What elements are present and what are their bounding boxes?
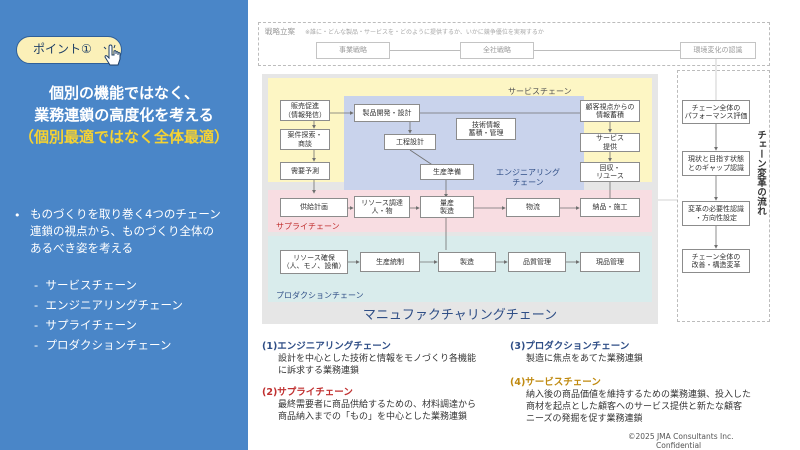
- copyright: ©2025 JMA Consultants Inc.: [628, 432, 734, 441]
- supply-plan-box: 供給計画: [280, 198, 348, 217]
- reform-step-box: 変革の必要性認識 ・方向性設定: [682, 201, 750, 226]
- left-panel: [0, 0, 248, 450]
- strategy-link-line: [390, 50, 460, 51]
- resource-procure-box: リソース調達 人・物: [354, 196, 410, 218]
- manufacturing-box: 製造: [438, 252, 496, 272]
- demand-forecast-box: 需要予測: [280, 162, 330, 180]
- supply-chain-label: サプライチェーン: [276, 222, 340, 231]
- production-chain-label: プロダクションチェーン: [276, 291, 364, 300]
- service-provide-box: サービス 提供: [580, 133, 640, 152]
- delivery-install-box: 納品・施工: [580, 198, 640, 217]
- reform-step-box: 現状と目指す状態 とのギャップ認識: [682, 151, 750, 176]
- left-title-line-2: 業務連鎖の高度化を考える: [34, 106, 214, 124]
- chain-list-item: - サービスチェーン: [34, 278, 137, 292]
- desc-engineering-title: (1)エンジニアリングチェーン: [262, 341, 391, 352]
- service-chain-label: サービスチェーン: [508, 87, 572, 96]
- case-explore-box: 案件探索・ 商談: [280, 129, 330, 150]
- desc-service-line: 商材を起点とした顧客へのサービス提供と新たな顧客: [526, 402, 743, 412]
- engineering-chain-label: エンジニアリング チェーン: [496, 168, 560, 187]
- desc-supply-line: 最終需要者に商品供給するための、材料調達から: [278, 400, 477, 410]
- desc-supply-title: (2)サプライチェーン: [262, 387, 353, 398]
- bullet-line-1: ものづくりを取り巻く4つのチェーン: [30, 207, 221, 221]
- desc-engineering-line: に訴求する業務連鎖: [278, 366, 360, 376]
- chain-list-item: - エンジニアリングチェーン: [34, 298, 183, 312]
- strategy-label: 戦略立案: [265, 27, 295, 36]
- bullet-dot: •: [14, 209, 21, 222]
- point-badge: ポイント①: [16, 36, 122, 64]
- strategy-frame: [258, 22, 770, 66]
- production-control-box: 生産統制: [360, 252, 420, 272]
- desc-supply-line: 商品納入までの「もの」を中心とした業務連鎖: [278, 412, 468, 422]
- left-title-highlight: （個別最適ではなく全体最適）: [18, 128, 229, 146]
- business-strategy-box: 事業戦略: [316, 42, 390, 59]
- product-dev-box: 製品開発・設計: [354, 104, 420, 122]
- left-title-line-1: 個別の機能ではなく、: [48, 84, 199, 102]
- strategy-link-line: [534, 50, 680, 51]
- desc-service-title: (4)サービスチェーン: [510, 377, 601, 388]
- chain-list-item: - プロダクションチェーン: [34, 338, 172, 352]
- desc-service-line: ニーズの発掘を促す業務連鎖: [526, 414, 643, 424]
- collection-reuse-box: 回収・ リユース: [580, 162, 640, 182]
- bullet-line-3: あるべき姿を考える: [30, 241, 134, 255]
- quality-control-box: 品質管理: [508, 252, 566, 272]
- chain-list-item: - サプライチェーン: [34, 318, 137, 332]
- mass-production-box: 量産 製造: [420, 196, 474, 218]
- env-recognition-box: 環境変化の認識: [680, 42, 756, 59]
- process-design-box: 工程設計: [384, 134, 436, 150]
- reform-frame: [677, 70, 770, 322]
- sales-promotion-box: 販売促進 （情報発信）: [280, 100, 330, 121]
- manufacturing-chain-title: マニュファクチャリングチェーン: [362, 308, 558, 323]
- strategy-note: ※誰に・どんな製品・サービスを・どのように提供するか、いかに競争優位を実現するか: [305, 29, 544, 36]
- desc-production-line: 製造に焦点をあてた業務連鎖: [526, 354, 643, 364]
- site-control-box: 現品管理: [580, 252, 640, 272]
- desc-service-line: 納入後の商品価値を維持するための業務連鎖、投入した: [526, 390, 752, 400]
- confidential-label: Confidential: [656, 441, 702, 450]
- corporate-strategy-box: 全社戦略: [460, 42, 534, 59]
- hand-pointer-icon: [103, 44, 121, 66]
- reform-step-box: チェーン全体の パフォーマンス評価: [682, 100, 750, 124]
- reform-step-box: チェーン全体の 改善・構造変革: [682, 249, 750, 273]
- tech-info-box: 技術情報 蓄積・管理: [456, 118, 516, 140]
- bullet-line-2: 連鎖の視点から、ものづくり全体の: [30, 224, 214, 238]
- desc-production-title: (3)プロダクションチェーン: [510, 341, 630, 352]
- production-prep-box: 生産準備: [420, 164, 474, 180]
- desc-engineering-line: 設計を中心とした技術と情報をモノづくり各機能: [278, 354, 477, 364]
- resource-secure-box: リソース確保 （人、モノ、設備）: [280, 250, 348, 274]
- logistics-box: 物流: [506, 198, 560, 217]
- reform-flow-label: チェーン変革の流れ: [755, 130, 766, 216]
- customer-info-box: 顧客視点からの 情報蓄積: [580, 100, 640, 122]
